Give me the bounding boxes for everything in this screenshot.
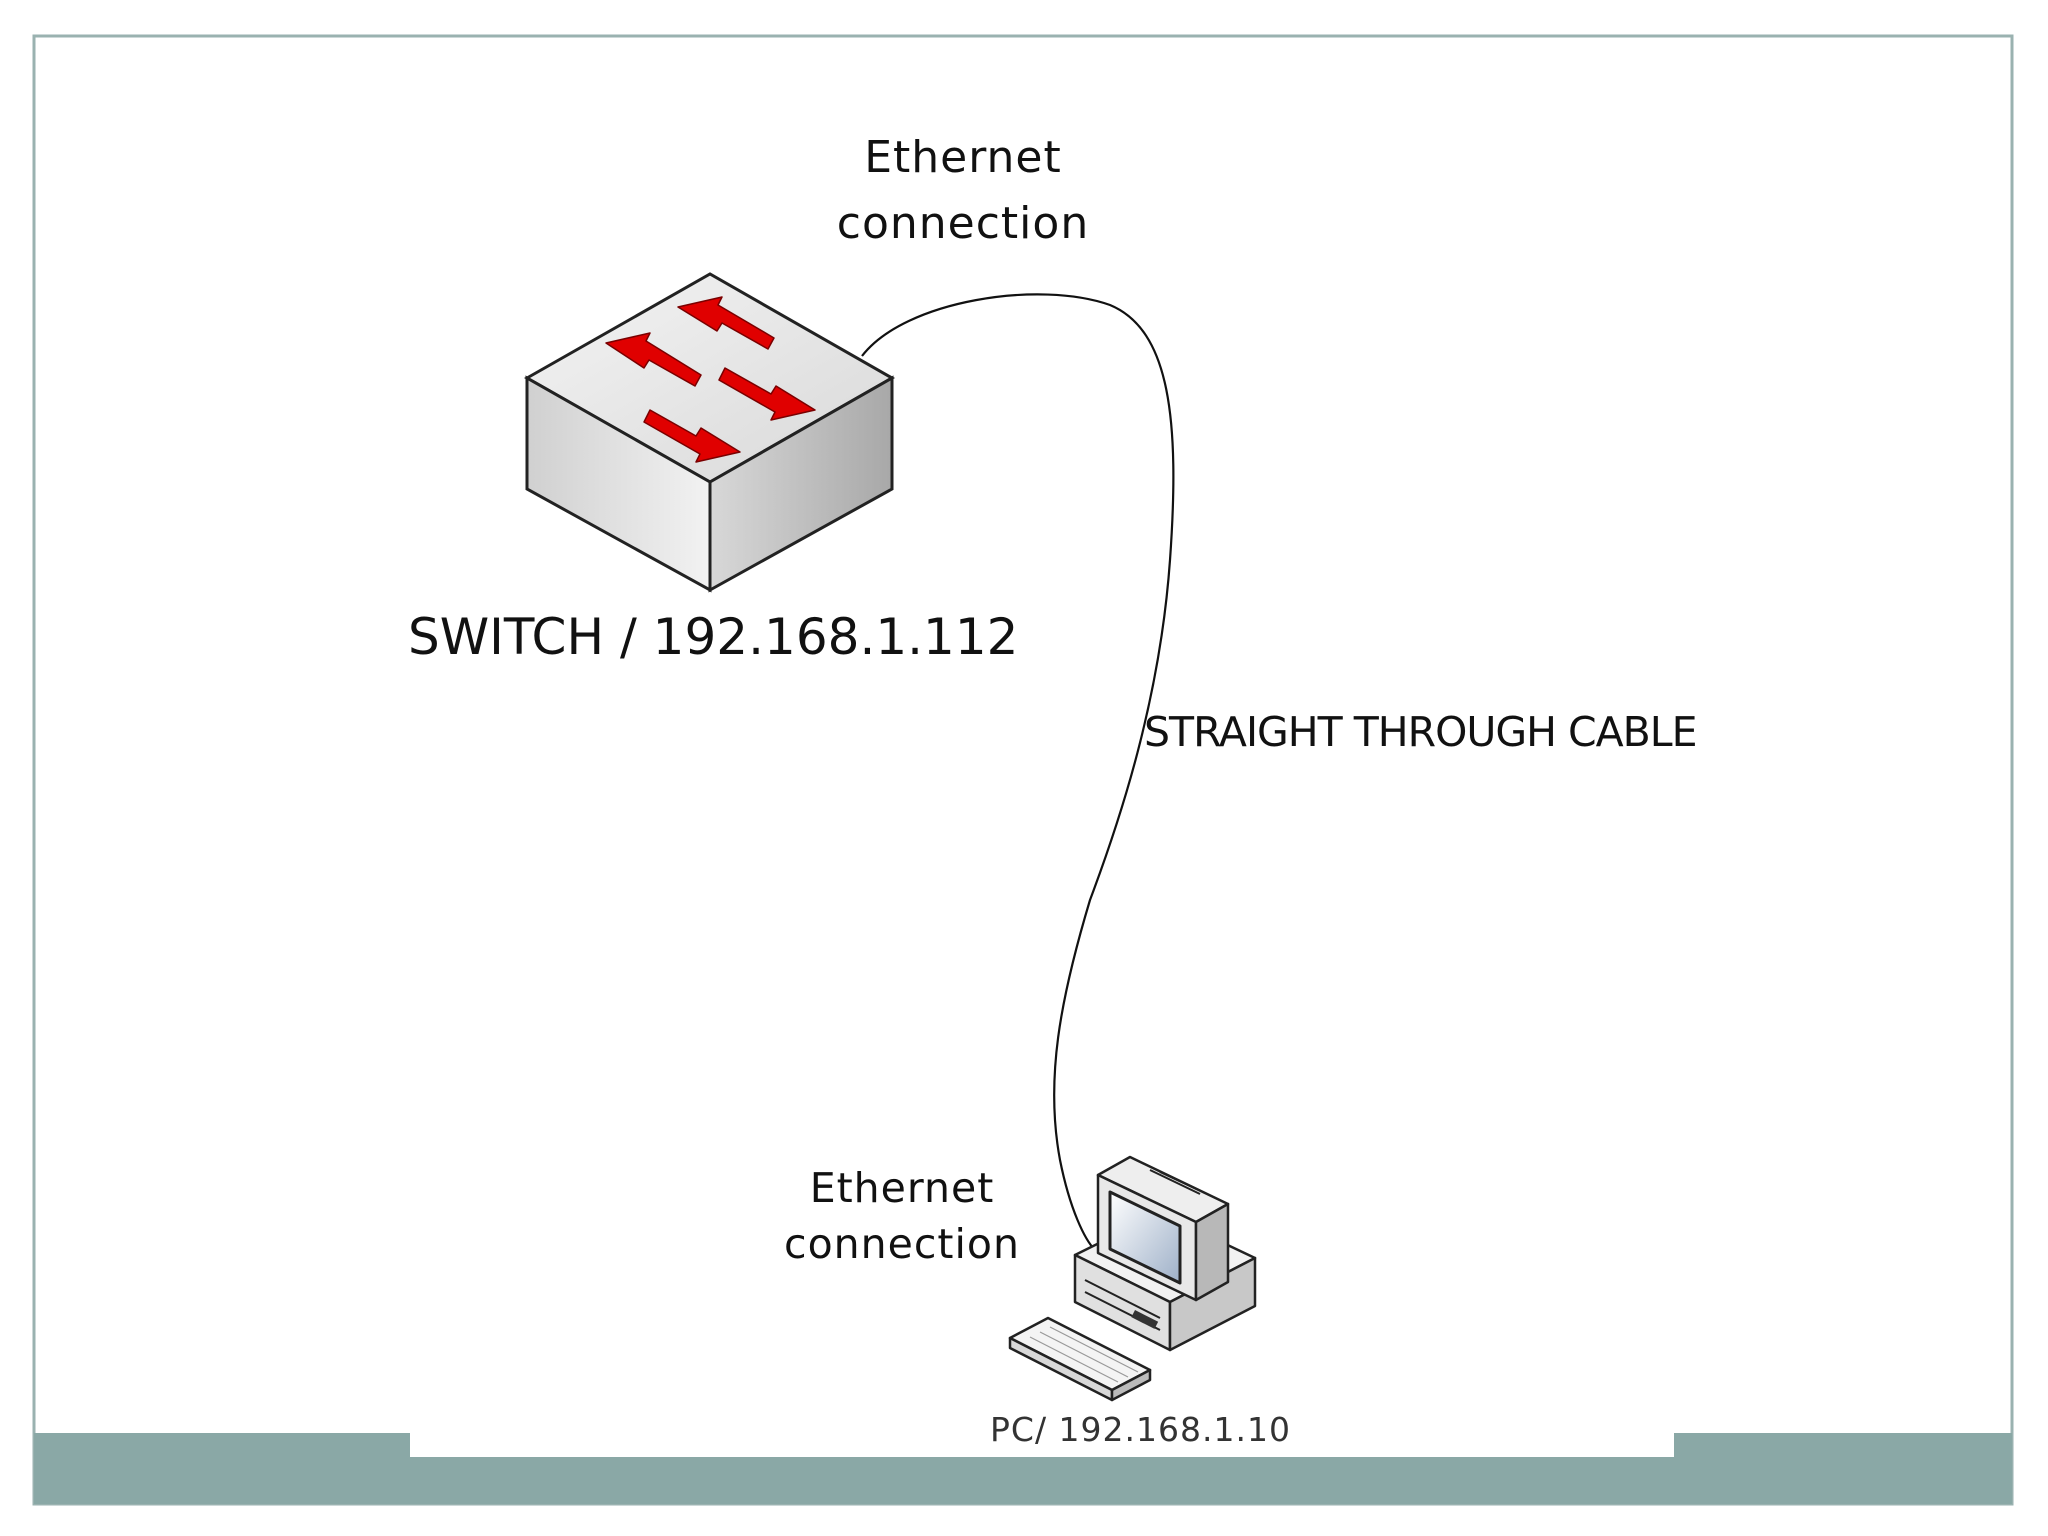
desktop-computer-icon [1008,1155,1257,1402]
network-switch-icon [523,272,896,593]
connection-label-line: connection [836,198,1090,249]
pc-label: PC/ 192.168.1.10 [990,1410,1291,1449]
ethernet-label-line: Ethernet [864,132,1062,183]
cable-label: STRAIGHT THROUGH CABLE [1144,708,1698,756]
ethernet-label-line: Ethernet [809,1164,995,1212]
straight-through-cable [861,293,1175,1251]
ethernet-connection-label-bottom: Ethernet connection [772,1160,1032,1272]
switch-label: SWITCH / 192.168.1.112 [408,608,1019,666]
slide-frame [32,34,2014,1506]
connection-label-line: connection [784,1220,1020,1268]
ethernet-connection-label-top: Ethernet connection [813,125,1113,257]
switch-arrows [605,296,816,463]
